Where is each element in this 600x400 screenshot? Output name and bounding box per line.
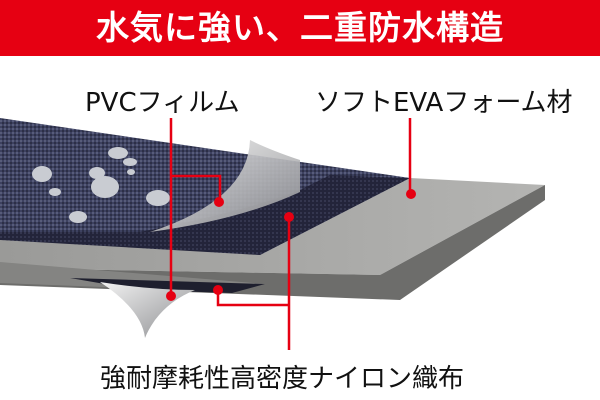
bottom-pvc-film-curl — [100, 282, 195, 338]
eva-foam-top — [0, 178, 545, 275]
leader-dots — [166, 189, 416, 301]
eva-foam-side — [0, 185, 545, 300]
title-banner: 水気に強い、二重防水構造 — [0, 0, 600, 56]
label-nylon-fabric: 強耐摩耗性高密度ナイロン織布 — [100, 364, 465, 394]
label-eva-foam: ソフトEVAフォーム材 — [315, 88, 573, 118]
water-droplets — [32, 147, 170, 223]
banner-title: 水気に強い、二重防水構造 — [96, 8, 504, 47]
top-pvc-film-curl — [150, 140, 300, 232]
label-pvc-film: PVCフィルム — [85, 88, 240, 118]
